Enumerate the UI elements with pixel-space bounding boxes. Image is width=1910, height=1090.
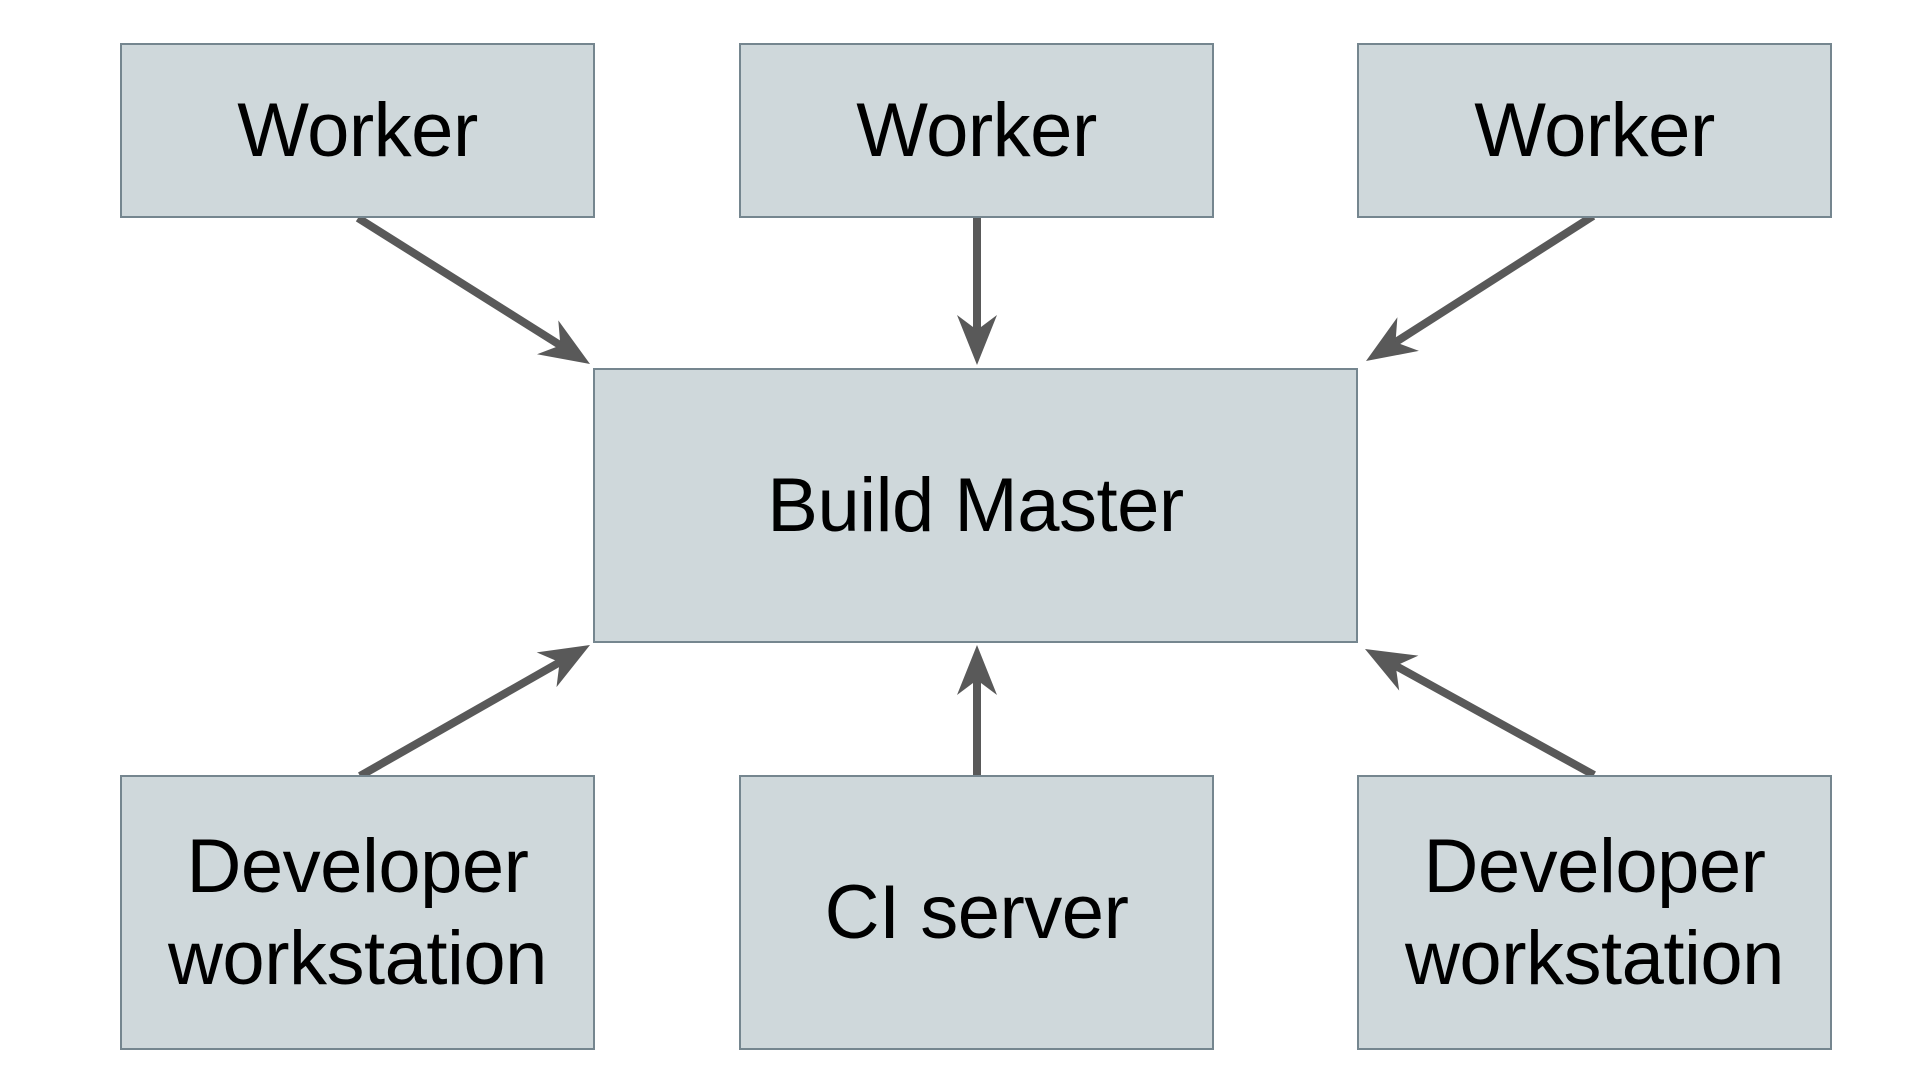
arrowhead-icon	[537, 320, 590, 364]
arrowhead-icon	[1366, 317, 1419, 361]
node-build-master: Build Master	[593, 368, 1358, 643]
node-label-developer-workstation-right: Developer workstation	[1405, 824, 1784, 1001]
node-label-build-master: Build Master	[767, 462, 1184, 548]
arrowhead-icon	[1365, 649, 1419, 691]
arrow-developer-workstation-right-to-build-master	[1365, 649, 1596, 779]
node-ci-server: CI server	[739, 775, 1214, 1050]
node-label-worker-3: Worker	[1474, 87, 1715, 173]
node-label-ci-server: CI server	[824, 869, 1129, 955]
arrow-worker-1-to-build-master	[355, 214, 590, 364]
node-worker-1: Worker	[120, 43, 595, 218]
node-label-worker-2: Worker	[856, 87, 1097, 173]
node-label-worker-1: Worker	[237, 87, 478, 173]
arrowhead-icon	[957, 645, 997, 695]
node-worker-2: Worker	[739, 43, 1214, 218]
arrow-ci-server-to-build-master	[957, 645, 997, 777]
arrowhead-icon	[536, 645, 590, 688]
node-label-developer-workstation-left: Developer workstation	[168, 824, 547, 1001]
node-developer-workstation-left: Developer workstation	[120, 775, 595, 1050]
arrowhead-icon	[957, 315, 997, 365]
node-worker-3: Worker	[1357, 43, 1832, 218]
arrow-developer-workstation-left-to-build-master	[358, 645, 590, 780]
arrow-worker-2-to-build-master	[957, 218, 997, 365]
arrow-worker-3-to-build-master	[1366, 212, 1596, 361]
node-developer-workstation-right: Developer workstation	[1357, 775, 1832, 1050]
